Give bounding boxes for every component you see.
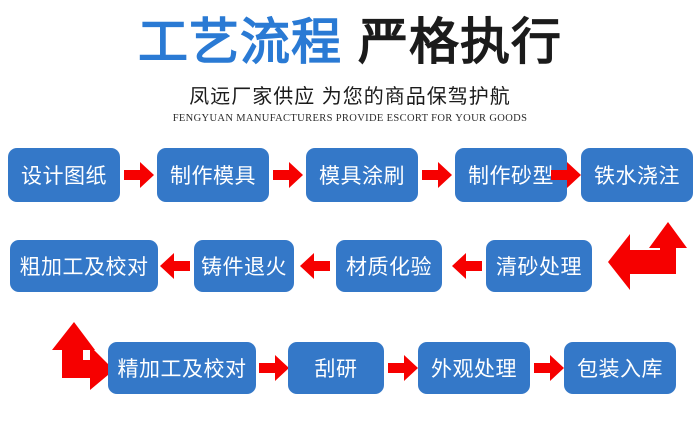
elbow-connector-left: [52, 322, 114, 390]
flow-node-mold-coating[interactable]: 模具涂刷: [306, 148, 418, 202]
arrow-right-icon: [422, 162, 452, 188]
flow-node-make-mold[interactable]: 制作模具: [157, 148, 269, 202]
flow-node-label: 制作模具: [170, 165, 256, 188]
flow-node-rough-machining[interactable]: 粗加工及校对: [10, 240, 158, 292]
arrow-right-icon: [259, 355, 289, 381]
title-blue-part: 工艺流程: [138, 14, 342, 70]
flow-node-label: 粗加工及校对: [19, 256, 149, 279]
title-black-part: 严格执行: [358, 14, 562, 70]
flow-node-label: 铁水浇注: [594, 165, 680, 188]
arrow-left-icon: [452, 253, 482, 279]
arrow-right-icon: [273, 162, 303, 188]
flow-node-scraping[interactable]: 刮研: [288, 342, 384, 394]
flow-node-finish-machining[interactable]: 精加工及校对: [108, 342, 256, 394]
flow-node-appearance-treatment[interactable]: 外观处理: [418, 342, 530, 394]
arrow-right-icon: [124, 162, 154, 188]
header-banner: 工艺流程严格执行 凤远厂家供应 为您的商品保驾护航 FENGYUAN MANUF…: [0, 0, 700, 140]
flow-node-make-sand-mold[interactable]: 制作砂型: [455, 148, 567, 202]
flow-node-iron-pouring[interactable]: 铁水浇注: [581, 148, 693, 202]
subtitle-chinese: 凤远厂家供应 为您的商品保驾护航: [189, 86, 511, 108]
flow-node-label: 包装入库: [577, 358, 663, 381]
flow-node-sand-cleaning[interactable]: 清砂处理: [486, 240, 592, 292]
flow-node-casting-annealing[interactable]: 铸件退火: [194, 240, 294, 292]
flow-node-label: 刮研: [314, 358, 358, 381]
elbow-connector-right: [608, 222, 690, 294]
flow-node-label: 材质化验: [346, 256, 432, 279]
flow-node-label: 清砂处理: [496, 256, 582, 279]
subtitle-english: FENGYUAN MANUFACTURERS PROVIDE ESCORT FO…: [172, 113, 528, 124]
flow-node-design-drawing[interactable]: 设计图纸: [8, 148, 120, 202]
arrow-right-icon: [534, 355, 564, 381]
flow-node-label: 外观处理: [431, 358, 517, 381]
arrow-right-icon: [551, 162, 581, 188]
flow-node-material-test[interactable]: 材质化验: [336, 240, 442, 292]
flow-node-label: 制作砂型: [468, 165, 554, 188]
arrow-up-right-elbow-icon: [52, 322, 114, 390]
page-title: 工艺流程严格执行: [0, 13, 700, 71]
arrow-up-left-elbow-icon: [608, 222, 687, 290]
flow-node-label: 模具涂刷: [319, 165, 405, 188]
arrow-right-icon: [388, 355, 418, 381]
flow-node-label: 精加工及校对: [117, 358, 247, 381]
flow-node-label: 设计图纸: [21, 165, 107, 188]
flow-node-label: 铸件退火: [201, 256, 287, 279]
arrow-left-icon: [300, 253, 330, 279]
flow-node-packaging-storage[interactable]: 包装入库: [564, 342, 676, 394]
arrow-left-icon: [160, 253, 190, 279]
